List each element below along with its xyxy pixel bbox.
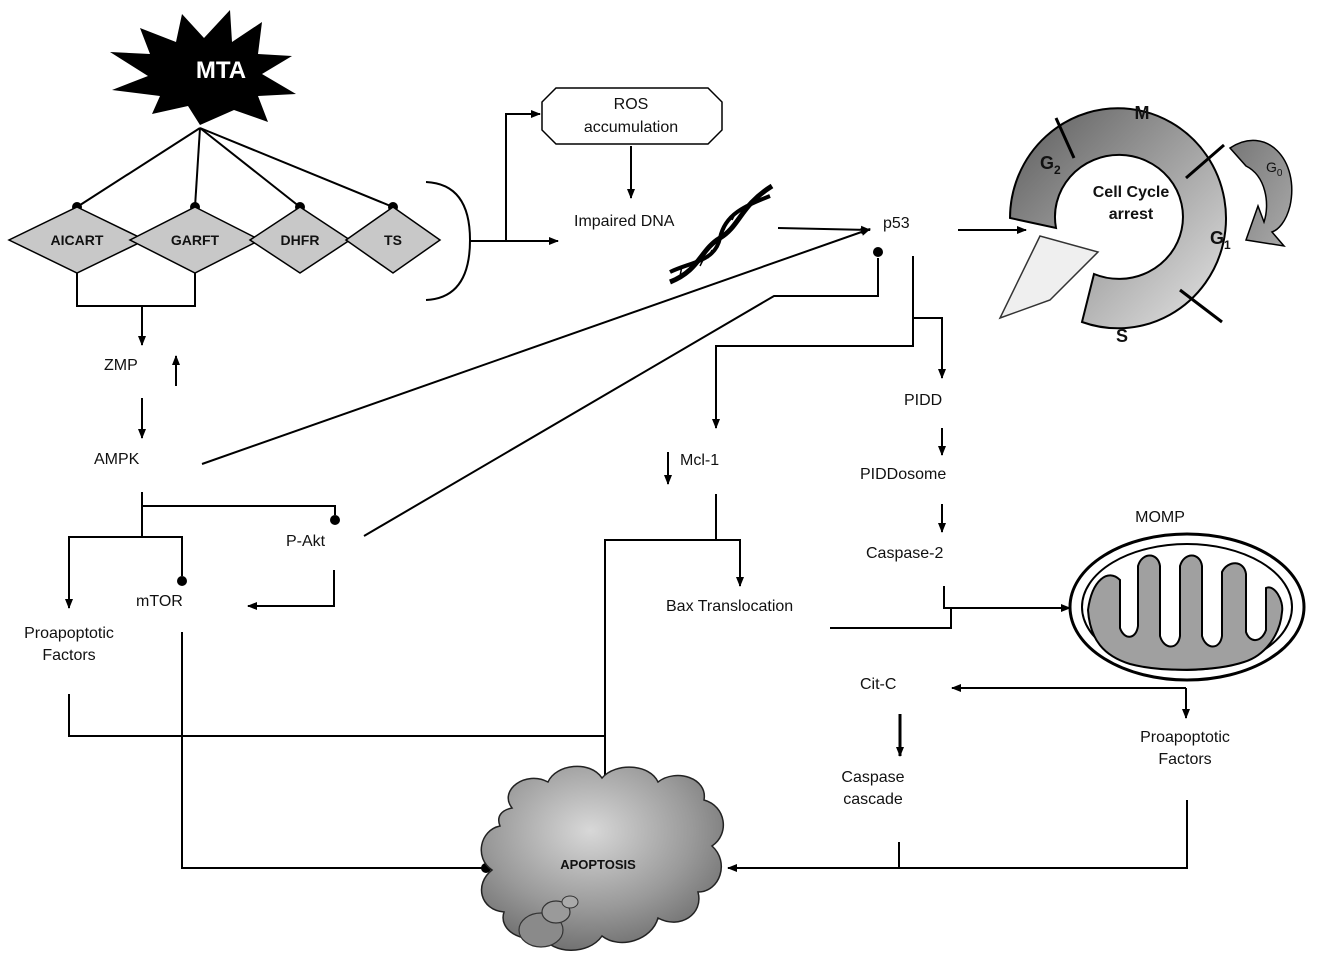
- proapoptotic-left-label-2: Factors: [42, 647, 95, 664]
- pakt-inhibits-p53-line: [363, 258, 879, 537]
- caspase-cascade-label-2: cascade: [843, 791, 903, 808]
- ampk-branches: [65, 492, 340, 609]
- garft-label: GARFT: [171, 232, 220, 248]
- dna-helix-icon: [669, 183, 774, 285]
- proapoptotic-left-label-1: Proapoptotic: [24, 625, 114, 642]
- zmp-label: ZMP: [104, 357, 138, 374]
- proapoptotic-right-label-1: Proapoptotic: [1140, 729, 1230, 746]
- pidd-label: PIDD: [904, 392, 942, 409]
- ros-label-2: accumulation: [584, 119, 678, 136]
- ros-box: [541, 87, 723, 145]
- bracket-branch-lines: [470, 110, 559, 245]
- impaired-dna-label: Impaired DNA: [574, 213, 675, 230]
- cell-cycle-arrest-label-2: arrest: [1109, 206, 1154, 223]
- proapoptotic-right-label-2: Factors: [1158, 751, 1211, 768]
- enzymes-to-zmp-line: [76, 273, 196, 307]
- phase-g2-label: G2: [1040, 153, 1061, 177]
- p53-label: p53: [883, 215, 910, 232]
- mcl1-to-bax-arrow: [715, 494, 744, 587]
- ts-label: TS: [384, 232, 402, 248]
- aicart-label: AICART: [51, 232, 104, 248]
- ampk-label: AMPK: [94, 451, 140, 468]
- phase-m-label: M: [1135, 103, 1150, 123]
- ampk-to-p53-arrow: [201, 228, 871, 465]
- ros-label-1: ROS: [614, 96, 649, 113]
- dhfr-diamond: [248, 206, 352, 274]
- mitochondrion-icon: [1068, 532, 1306, 682]
- ts-diamond: [344, 206, 442, 274]
- mta-inhibition-lines: [72, 127, 398, 212]
- enzyme-diamonds: [7, 206, 442, 274]
- p53-downstream-lines: [712, 256, 946, 429]
- phase-s-label: S: [1116, 326, 1128, 346]
- phase-g0-label: G0: [1266, 159, 1283, 179]
- dna-to-p53-arrow: [777, 225, 871, 234]
- apoptosis-cloud: [480, 765, 725, 951]
- mcl1-label: Mcl-1: [680, 452, 719, 469]
- to-momp-lines: [830, 586, 1071, 629]
- mcl1-to-apoptosis-arrow: [601, 539, 716, 787]
- mtor-to-apoptosis-line: [181, 632, 482, 869]
- apoptosis-label: APOPTOSIS: [560, 857, 636, 872]
- mtor-label: mTOR: [136, 593, 183, 610]
- mta-star: [110, 10, 296, 125]
- pakt-to-mtor-arrow: [247, 570, 335, 610]
- citc-label: Cit-C: [860, 676, 896, 693]
- phase-g1-label: G1: [1210, 228, 1231, 252]
- proapoptotic-left-to-apoptosis-line: [68, 694, 605, 737]
- pakt-label: P-Akt: [286, 533, 326, 550]
- p53-inhibition-dot: [873, 247, 883, 257]
- caspase-cascade-label-1: Caspase: [841, 769, 904, 786]
- cell-cycle-ring: [998, 107, 1293, 330]
- right-to-apoptosis-lines: [727, 800, 1188, 872]
- mta-label: MTA: [196, 57, 246, 84]
- cell-cycle-arrest-label-1: Cell Cycle: [1093, 184, 1170, 201]
- piddosome-label: PIDDosome: [860, 466, 946, 483]
- dhfr-label: DHFR: [281, 232, 320, 248]
- caspase2-label: Caspase-2: [866, 545, 943, 562]
- bax-label: Bax Translocation: [666, 598, 793, 615]
- momp-label: MOMP: [1135, 509, 1185, 526]
